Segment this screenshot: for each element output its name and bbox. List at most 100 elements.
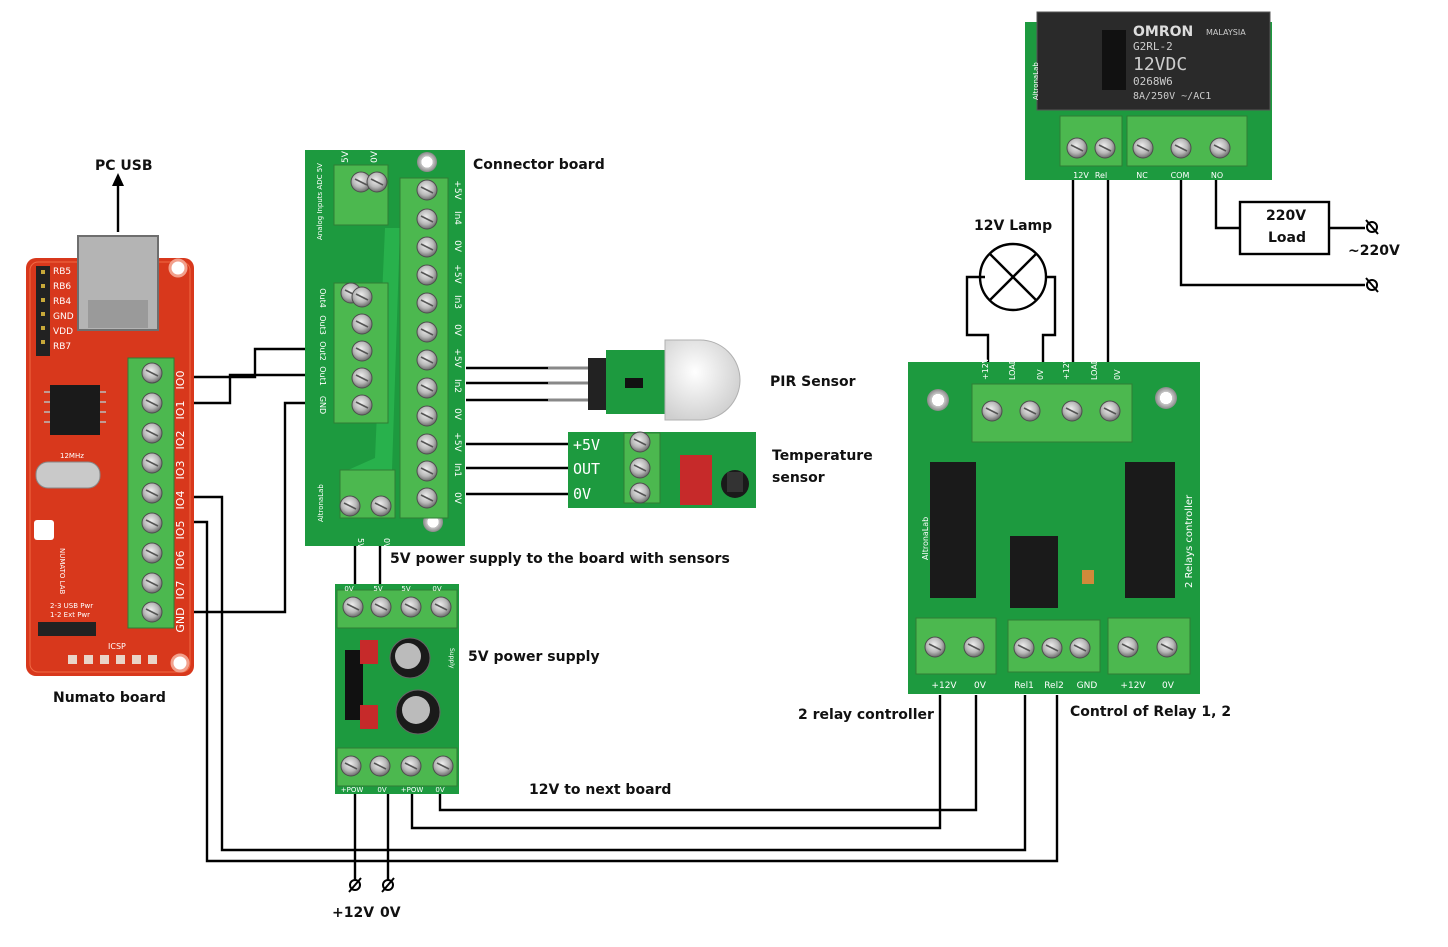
screw-terminal (369, 755, 391, 777)
relay-bottom-label: GND (1077, 681, 1098, 691)
connector-in-label: +5V (452, 432, 462, 452)
connector-side-label: Analog Inputs ADC 5V (316, 163, 324, 240)
connector-in-label: In3 (452, 295, 462, 309)
numato-io-label: IO5 (174, 521, 187, 540)
screw-terminal (416, 487, 438, 509)
label-pir-sensor: PIR Sensor (770, 374, 856, 390)
omron-pin-label: COM (1171, 171, 1190, 180)
screw-terminal (981, 400, 1003, 422)
label-temperature-line2: sensor (772, 470, 825, 486)
omron-brand: OMRON (1133, 24, 1193, 40)
relay-top-label: +12V (981, 357, 990, 380)
numato-io-label: IO4 (174, 491, 187, 510)
label-numato-board: Numato board (53, 690, 166, 706)
screw-terminal (351, 286, 373, 308)
load-box (1238, 200, 1331, 256)
connector-in-label: 0V (452, 492, 462, 505)
screw-terminal (141, 422, 163, 444)
screw-terminal (141, 452, 163, 474)
psu-bottom-label: 0V (377, 786, 386, 794)
omron-rating: 8A/250V ~/AC1 (1133, 91, 1211, 102)
relay-side: 2 Relays controller (1184, 494, 1195, 588)
connector-out-label: Out4 (318, 288, 327, 308)
relay-top-label: +12V (1062, 357, 1071, 380)
connector-brand: AltronaLab (317, 484, 325, 522)
temp-silk: +5V OUT 0V (573, 436, 600, 503)
omron-silk: OMRON MALAYSIA G2RL-2 12VDC 0268W6 8A/25… (1032, 24, 1246, 180)
screw-terminal (430, 596, 452, 618)
psu-top-label: 5V (401, 585, 410, 593)
screw-terminal (629, 457, 651, 479)
connector-out-label: Out3 (318, 315, 327, 335)
label-power-supply-5v: 5V power supply (468, 649, 600, 665)
connector-top-5v: 5V (341, 150, 351, 163)
relay-bottom-label: 0V (1162, 681, 1175, 691)
label-lamp: 12V Lamp (974, 218, 1053, 234)
numato-io-label: IO3 (174, 461, 187, 480)
usb-arrow-head (112, 173, 124, 186)
connector-in-label: In1 (452, 463, 462, 477)
relay-bottom-label: Rel2 (1044, 681, 1064, 691)
label-connector-board: Connector board (473, 157, 605, 173)
screw-terminal (351, 340, 373, 362)
relay-top-label: LOAD1 (1008, 353, 1017, 380)
numato-side-text: NUMATO LAB (58, 548, 66, 595)
screw-terminal (141, 601, 163, 623)
screw-terminal (141, 482, 163, 504)
screw-terminal (370, 596, 392, 618)
psu-bottom-label: +POW (401, 786, 424, 794)
numato-silk-rb4: RB4 (53, 297, 71, 307)
screw-terminal (416, 264, 438, 286)
numato-io-label: GND (174, 607, 187, 632)
screw-terminal (1013, 637, 1035, 659)
screw-terminal (141, 362, 163, 384)
omron-pin-label: 12V (1073, 171, 1089, 180)
label-load-line1: 220V (1266, 208, 1307, 224)
label-mains: ~220V (1348, 243, 1400, 259)
connector-in-label: +5V (452, 264, 462, 284)
screw-terminal (351, 313, 373, 335)
omron-pin-label: NO (1211, 171, 1223, 180)
screw-terminal (963, 636, 985, 658)
screw-terminal (350, 171, 372, 193)
temp-pin-5v: +5V (573, 436, 600, 454)
relay-bottom-label: +12V (1120, 681, 1146, 691)
screw-terminal (141, 572, 163, 594)
screw-terminal (416, 208, 438, 230)
screw-terminal (1209, 137, 1231, 159)
screw-terminal (416, 433, 438, 455)
screw-terminal (340, 755, 362, 777)
psu-top-label: 5V (373, 585, 382, 593)
screw-terminal (416, 236, 438, 258)
omron-brand-side: AltronaLab (1032, 62, 1040, 100)
label-pc-usb: PC USB (95, 158, 153, 174)
label-relay-controller: 2 relay controller (798, 707, 934, 723)
screw-terminal (416, 377, 438, 399)
screw-terminal (924, 636, 946, 658)
psu-bottom-label: 0V (435, 786, 444, 794)
screw-terminal (351, 367, 373, 389)
screw-terminal (400, 755, 422, 777)
label-plus12v: +12V (332, 905, 375, 921)
screw-terminal (366, 171, 388, 193)
numato-icsp: ICSP (108, 642, 126, 651)
numato-crystal-label: 12MHz (60, 452, 84, 460)
screw-terminal (141, 392, 163, 414)
numato-io-label: IO6 (174, 551, 187, 570)
psu-side: Supply (448, 648, 455, 669)
relay-bottom-label: +12V (931, 681, 957, 691)
numato-silk: RB5 RB6 RB4 GND VDD RB7 12MHz NUMATO LAB… (50, 267, 187, 651)
screw-terminal (1066, 137, 1088, 159)
screw-terminal (1061, 400, 1083, 422)
connector-in-label: 0V (452, 408, 462, 421)
connector-bottom-0v: 0V (382, 538, 391, 549)
numato-jumper-line1: 2-3 USB Pwr (50, 602, 93, 610)
screw-terminal (629, 431, 651, 453)
numato-silk-rb5: RB5 (53, 267, 71, 277)
connector-bottom-5v: 5V (356, 538, 365, 549)
omron-code: 0268W6 (1133, 75, 1173, 88)
omron-pin-label: NC (1136, 171, 1148, 180)
screw-terminal (1132, 137, 1154, 159)
omron-pin-label: Rel (1095, 171, 1107, 180)
